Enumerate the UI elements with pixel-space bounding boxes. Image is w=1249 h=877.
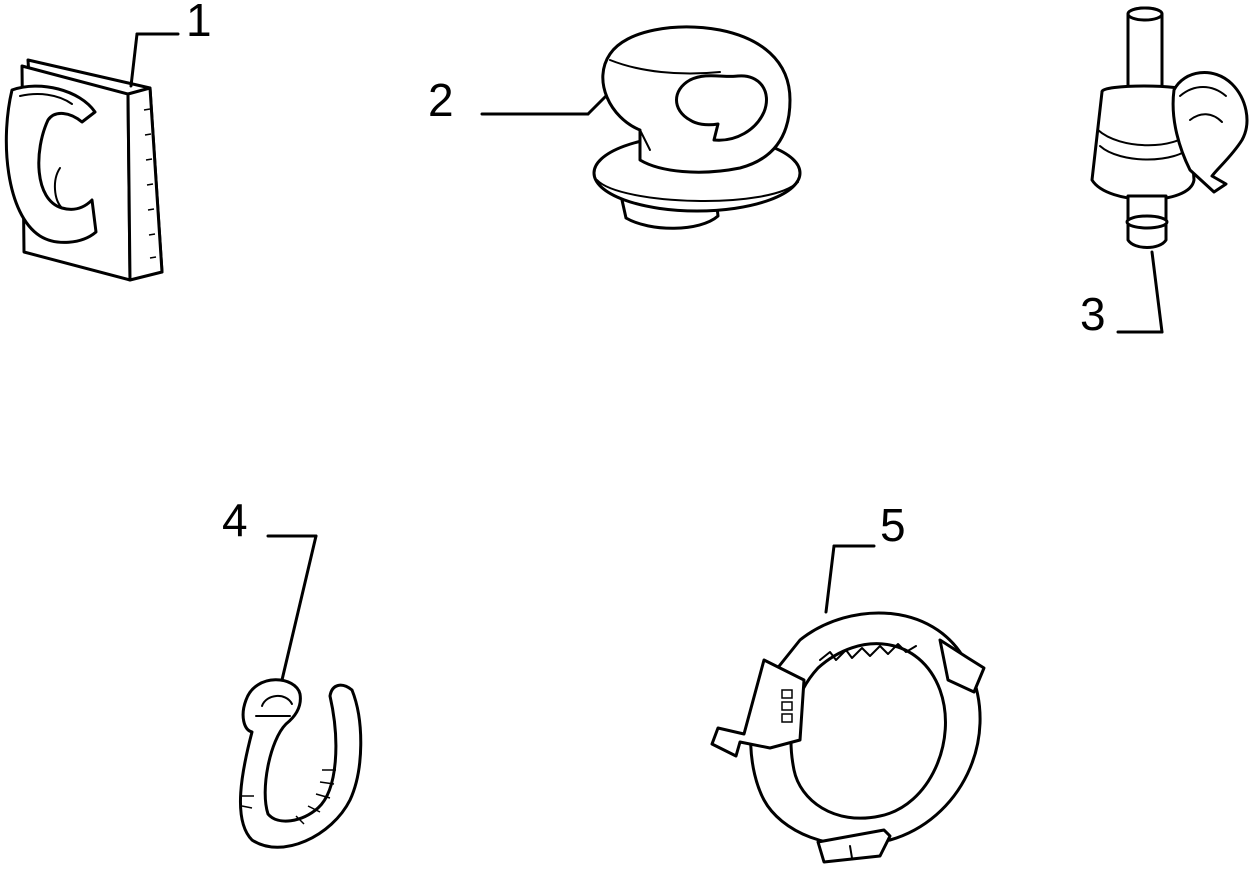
callout-4: 4: [222, 494, 248, 546]
leader-line-4b: [280, 534, 318, 682]
leader-line-1: [129, 32, 139, 88]
leader-line-2b: [586, 94, 608, 116]
callout-3: 3: [1080, 288, 1106, 340]
leader-line-3: [1150, 250, 1164, 334]
callout-5: 5: [880, 499, 906, 551]
split-ring-clamp-icon: [710, 611, 986, 864]
push-in-loop-clip-icon: [592, 25, 802, 230]
callout-2: 2: [428, 74, 454, 126]
adhesive-wire-clip-icon: [4, 58, 164, 282]
stud-cable-holder-icon: [1090, 6, 1249, 249]
cable-tie-strap-icon: [239, 678, 363, 849]
leader-line-5b: [824, 544, 836, 614]
callout-1: 1: [186, 0, 212, 46]
